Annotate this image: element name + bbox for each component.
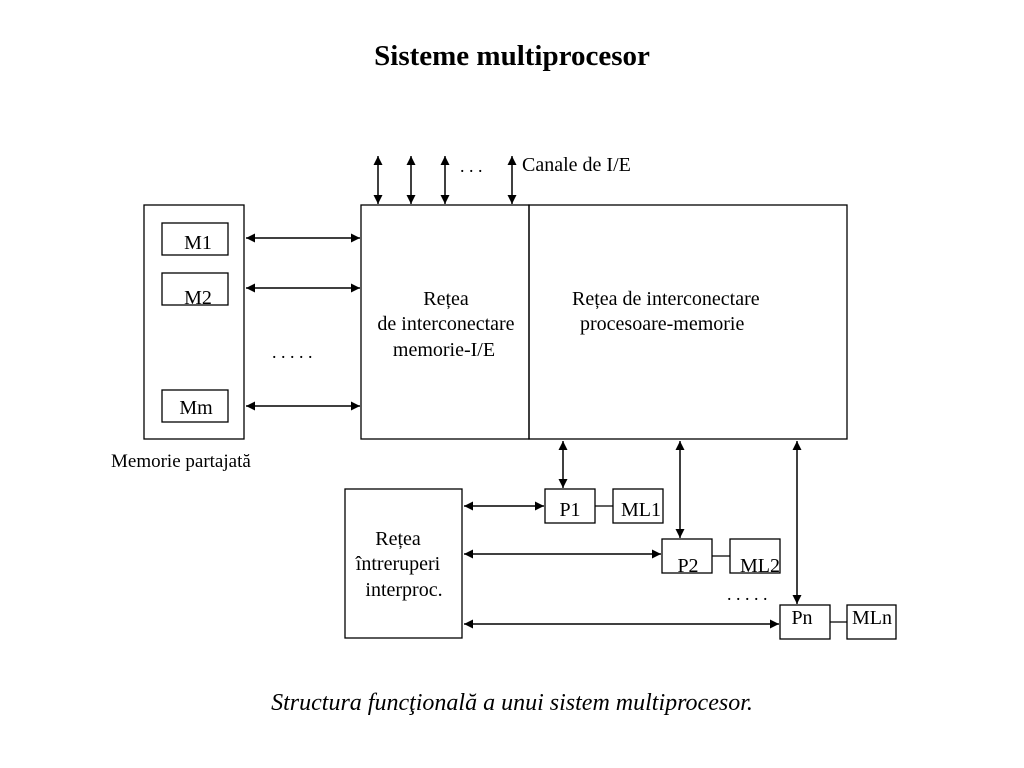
proc-mem-network-line-2: procesoare-memorie	[580, 313, 744, 335]
local-memory-ml2-box	[729, 538, 781, 574]
memory-module-m2-box	[161, 272, 229, 306]
interrupt-arrows	[464, 501, 779, 629]
interrupt-network-box	[344, 488, 463, 639]
mem-io-network-line-1: Rețea	[423, 288, 469, 310]
interrupt-network-line-3: interproc.	[365, 579, 442, 601]
processor-p1-label: P1	[559, 499, 580, 521]
shared-memory-label: Memorie partajată	[111, 451, 251, 472]
local-memory-mln-label: MLn	[852, 607, 892, 629]
interrupt-network-line-1: Rețea	[375, 528, 421, 550]
io-channel-dots: . . .	[460, 156, 483, 176]
figure-caption: Structura funcţională a unui sistem mult…	[271, 690, 753, 716]
processor-p2-label: P2	[677, 555, 698, 577]
io-channels-label: Canale de I/E	[522, 154, 631, 176]
local-memory-ml1-box	[612, 488, 664, 524]
local-memory-mln-box	[846, 604, 897, 640]
memory-module-mm-label: Mm	[179, 397, 213, 419]
local-memory-ml1-label: ML1	[621, 499, 661, 521]
mem-io-network-line-2: de interconectare	[377, 313, 514, 335]
interrupt-network-line-2: întreruperi	[355, 553, 441, 575]
processor-dots: . . . . .	[727, 584, 768, 604]
memory-module-mm-box	[161, 389, 229, 423]
processor-pn-label: Pn	[791, 607, 812, 629]
memory-module-m2-label: M2	[184, 287, 212, 309]
proc-mem-network-line-1: Rețea de interconectare	[572, 288, 760, 310]
mem-io-network-line-3: memorie-I/E	[393, 339, 495, 361]
shared-memory-box	[143, 204, 245, 440]
slide-title: Sisteme multiprocesor	[374, 40, 650, 72]
local-memory-ml2-label: ML2	[740, 555, 780, 577]
memory-module-m1-box	[161, 222, 229, 256]
proc-mem-network-box	[528, 204, 848, 440]
processor-network-arrows	[558, 441, 802, 604]
memory-dots: . . . . .	[272, 342, 313, 362]
memory-module-m1-label: M1	[184, 232, 212, 254]
memory-arrows	[246, 233, 360, 411]
io-channel-arrows	[373, 156, 517, 204]
